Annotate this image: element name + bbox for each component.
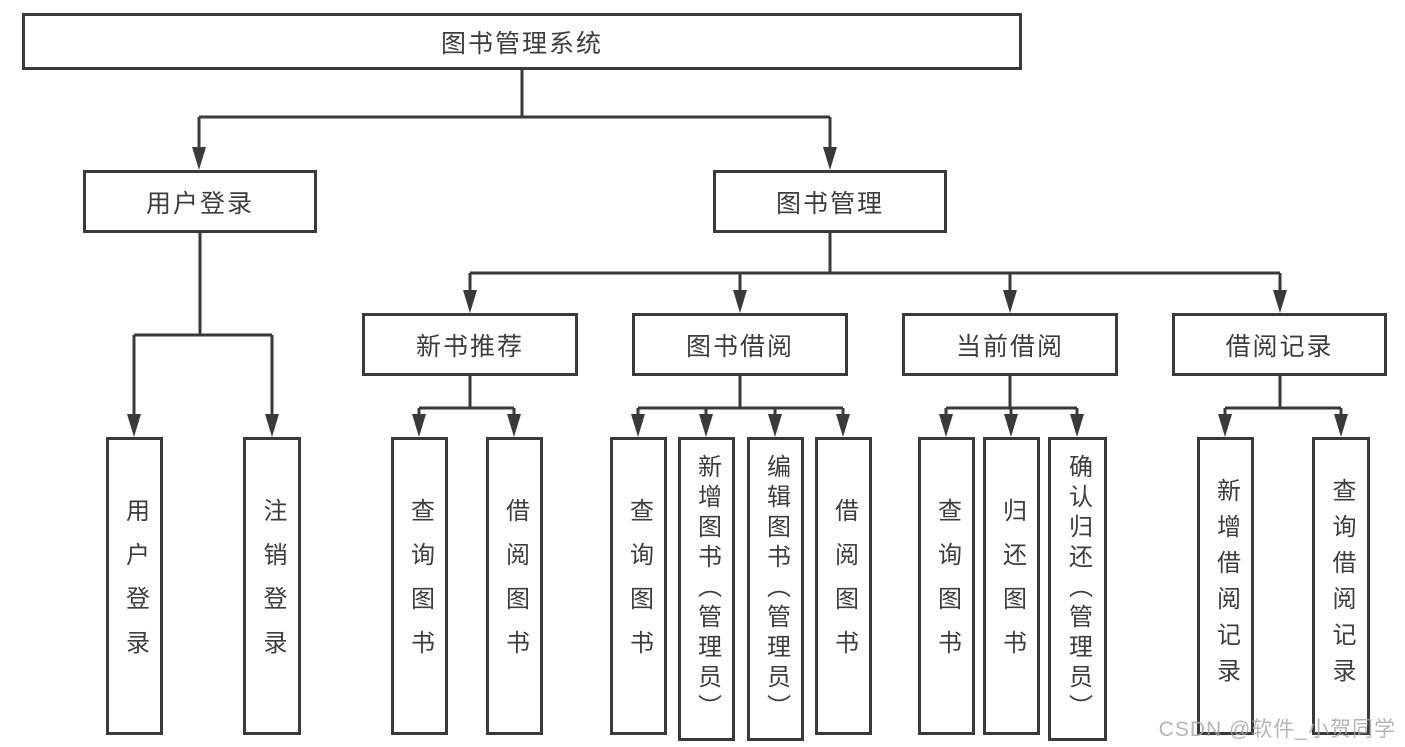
leaf-borrow-edit-admin-label: 编辑图书（管理员） xyxy=(762,454,790,724)
node-user-login-label: 用户登录 xyxy=(145,189,254,218)
connector-paths xyxy=(132,70,1343,416)
node-book-borrow-label: 图书借阅 xyxy=(685,332,794,361)
leaf-borrow-book: 借阅图书 xyxy=(815,437,872,735)
leaf-logout: 注销登录 xyxy=(243,437,301,735)
leaf-newbook-query: 查询图书 xyxy=(391,437,448,735)
leaf-newbook-query-label: 查询图书 xyxy=(406,498,434,674)
leaf-borrow-add-admin-label: 新增图书（管理员） xyxy=(693,454,721,724)
leaf-borrow-query-label: 查询图书 xyxy=(625,498,653,674)
leaf-borrow-query: 查询图书 xyxy=(610,437,667,735)
node-book-management: 图书管理 xyxy=(713,170,947,233)
node-borrow-records: 借阅记录 xyxy=(1172,313,1387,376)
watermark: CSDN @软件_小贺同学 xyxy=(1158,718,1396,741)
leaf-current-query-label: 查询图书 xyxy=(933,498,961,674)
leaf-confirm-return-admin-label: 确认归还（管理员） xyxy=(1064,454,1092,724)
leaf-current-query: 查询图书 xyxy=(918,437,975,735)
leaf-user-login: 用户登录 xyxy=(106,437,163,735)
leaf-record-query-label: 查询借阅记录 xyxy=(1328,478,1355,694)
node-new-book-recommend-label: 新书推荐 xyxy=(415,332,524,361)
leaf-record-add: 新增借阅记录 xyxy=(1197,437,1254,735)
node-user-login: 用户登录 xyxy=(83,170,317,233)
node-current-borrow: 当前借阅 xyxy=(902,313,1118,376)
leaf-record-add-label: 新增借阅记录 xyxy=(1212,478,1240,694)
leaf-borrow-book-label: 借阅图书 xyxy=(830,498,858,674)
leaf-confirm-return-admin: 确认归还（管理员） xyxy=(1048,437,1107,741)
node-book-management-label: 图书管理 xyxy=(775,189,884,218)
node-borrow-records-label: 借阅记录 xyxy=(1225,332,1334,361)
leaf-user-login-label: 用户登录 xyxy=(121,498,149,674)
leaf-logout-label: 注销登录 xyxy=(259,498,286,674)
node-root-label: 图书管理系统 xyxy=(440,29,603,58)
node-root: 图书管理系统 xyxy=(22,13,1022,70)
node-new-book-recommend: 新书推荐 xyxy=(362,313,578,376)
leaf-borrow-edit-admin: 编辑图书（管理员） xyxy=(747,437,804,741)
node-current-borrow-label: 当前借阅 xyxy=(955,332,1064,361)
leaf-return-book-label: 归还图书 xyxy=(998,498,1026,674)
leaf-record-query: 查询借阅记录 xyxy=(1312,437,1370,735)
leaf-newbook-borrow-label: 借阅图书 xyxy=(501,498,529,674)
arrowheads xyxy=(127,147,1348,437)
leaf-return-book: 归还图书 xyxy=(983,437,1040,735)
node-book-borrow: 图书借阅 xyxy=(632,313,848,376)
leaf-borrow-add-admin: 新增图书（管理员） xyxy=(678,437,735,741)
leaf-newbook-borrow: 借阅图书 xyxy=(486,437,543,735)
